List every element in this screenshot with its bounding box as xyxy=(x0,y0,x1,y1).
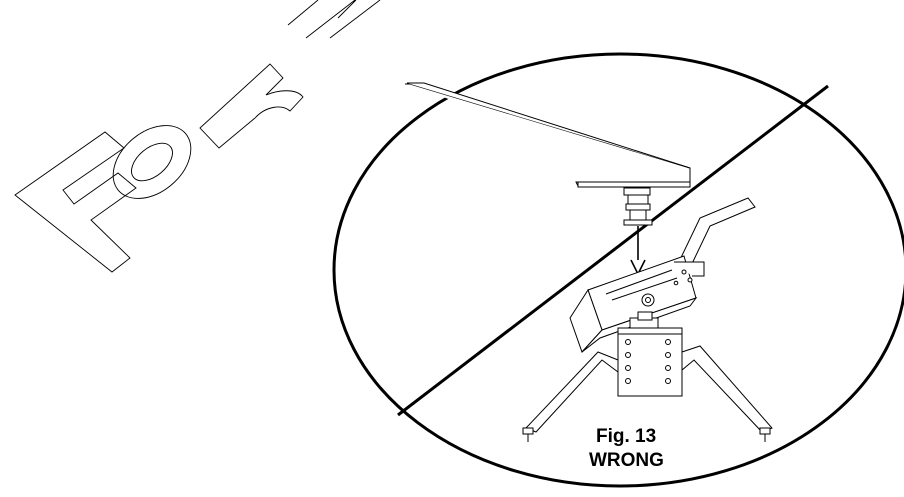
pedestal-holes xyxy=(625,339,671,384)
release-handle xyxy=(675,197,756,273)
inset-oval xyxy=(332,52,904,488)
descent-arrow xyxy=(630,226,646,276)
watermark-letter-o xyxy=(112,125,192,199)
pedestal-base xyxy=(617,327,683,397)
watermark-letter-r xyxy=(199,63,304,149)
left-leg xyxy=(525,351,619,433)
trailer-pin-box xyxy=(405,82,691,226)
figure-status-label: WRONG xyxy=(589,450,664,471)
watermark-letter-partial xyxy=(287,0,357,39)
divider-line xyxy=(397,84,829,417)
right-leg xyxy=(681,345,773,433)
watermark xyxy=(14,0,381,273)
watermark-letter-f xyxy=(14,131,137,273)
fifth-wheel-hitch xyxy=(522,197,773,442)
watermark-stroke xyxy=(329,0,381,39)
figure-number-label: Fig. 13 xyxy=(596,426,657,447)
